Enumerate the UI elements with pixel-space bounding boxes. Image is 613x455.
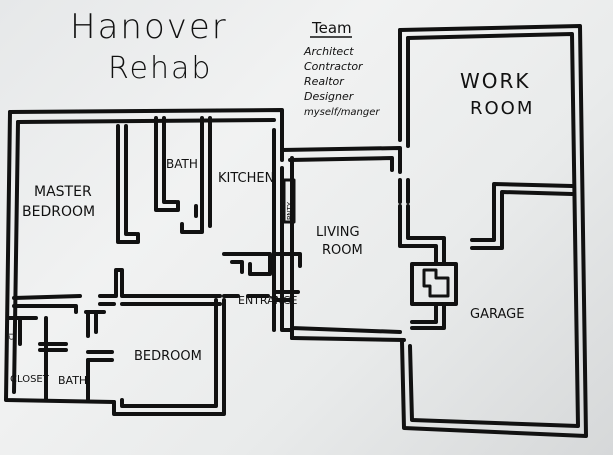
title-line2: Rehab	[108, 51, 212, 86]
room-label-bath-lower: BATH	[58, 374, 87, 387]
workroom-garage-walls	[398, 24, 588, 438]
room-label-pantry: PNTY	[286, 201, 294, 220]
room-label-closet-small: CL.	[8, 329, 16, 340]
room-label-closet: CLOSET	[10, 374, 50, 385]
room-label-bedroom: BEDROOM	[134, 349, 202, 364]
title-line1: Hanover	[70, 7, 228, 47]
room-label-master-line2: BEDROOM	[22, 204, 95, 220]
team-member: myself/manger	[304, 107, 380, 118]
team-member: Contractor	[304, 60, 364, 73]
room-label-living-line1: LIVING	[316, 225, 360, 240]
room-label-garage: GARAGE	[470, 307, 524, 322]
room-label-bath-upper: BATH	[166, 157, 198, 171]
team-member: Designer	[304, 90, 355, 103]
room-label-work-line2: ROOM	[470, 98, 534, 119]
room-label-entrance: ENTRANCE	[238, 294, 298, 307]
team-member: Realtor	[304, 75, 345, 88]
room-label-master-line1: MASTER	[34, 184, 92, 200]
team-heading: Team	[311, 19, 352, 37]
team-member: Architect	[303, 45, 354, 58]
room-label-work-line1: WORK	[460, 69, 531, 93]
room-label-living-line2: ROOM	[322, 243, 363, 258]
room-label-kitchen: KITCHEN	[218, 171, 274, 186]
house-walls	[4, 108, 406, 416]
